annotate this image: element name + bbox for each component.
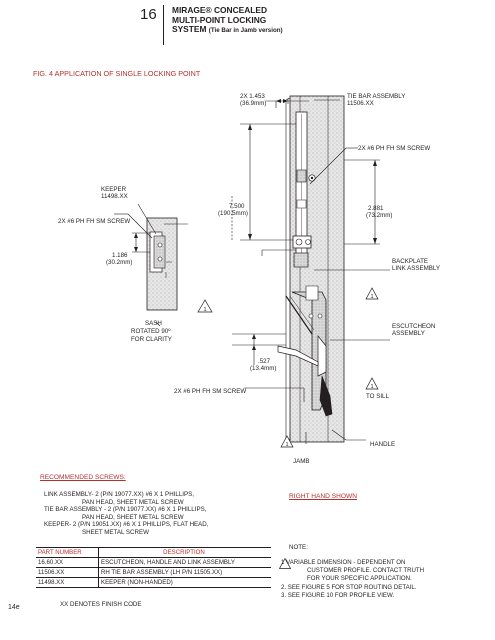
- dim-7500-value: 7.500: [229, 203, 245, 210]
- notes-list: 1 VARIABLE DIMENSION - DEPENDENT ON CUST…: [281, 559, 424, 600]
- note-line: CUSTOMER PROFILE. CONTACT TRUTH: [307, 567, 425, 575]
- screw-bottom-label: 2X #6 PH FH SM SCREW: [174, 388, 246, 395]
- recommended-screws-heading: RECOMMENDED SCREWS:: [40, 474, 126, 481]
- tie-bar-label: TIE BAR ASSEMBLY: [347, 93, 405, 100]
- note-triangle-sash: [197, 299, 213, 313]
- description-cell: KEEPER (NON-HANDED): [98, 577, 271, 588]
- title-subtitle: (Tie Bar in Jamb version): [208, 27, 283, 35]
- page-code: 14e: [8, 604, 20, 611]
- header-divider: [163, 5, 164, 45]
- dim-1186-mm: (30.2mm): [106, 259, 132, 266]
- handle-label: HANDLE: [370, 441, 395, 448]
- note-triangle-icon: [279, 558, 291, 569]
- page-number: 16: [140, 6, 157, 23]
- table-row: 11506.XX RH TIE BAR ASSEMBLY (LH P/N 115…: [36, 567, 271, 578]
- table-row: 16.60.XX ESCUTCHEON, HANDLE AND LINK ASS…: [36, 557, 271, 568]
- note-line: 2. SEE FIGURE 5 FOR STOP ROUTING DETAIL.: [281, 583, 417, 591]
- tie-bar-assembly: [292, 111, 316, 268]
- parts-table: PART NUMBER DESCRIPTION 16.60.XX ESCUTCH…: [36, 547, 271, 588]
- column-header-part-number: PART NUMBER: [36, 547, 99, 558]
- arrowheads: [134, 99, 377, 350]
- screw-line: SHEET METAL SCREW: [82, 528, 149, 536]
- note-triangle-sill: [365, 377, 379, 390]
- table-header-row: PART NUMBER DESCRIPTION: [36, 547, 271, 558]
- note-triangle-jamb: [280, 435, 294, 448]
- table-row: 11498.XX KEEPER (NON-HANDED): [36, 577, 271, 588]
- description-cell: RH TIE BAR ASSEMBLY (LH P/N 11505.XX): [98, 567, 271, 578]
- jamb-label: JAMB: [293, 458, 310, 465]
- note-line: 1 VARIABLE DIMENSION - DEPENDENT ON: [281, 559, 406, 566]
- escutcheon-label-2: ASSEMBLY: [392, 330, 425, 337]
- dim-2881-value: 2.881: [368, 205, 384, 212]
- tie-bar-part: 11506.XX: [347, 100, 374, 107]
- screw-line: PAN HEAD, SHEET METAL SCREW: [82, 513, 184, 521]
- title-system: SYSTEM: [172, 24, 207, 35]
- to-sill-label: TO SILL: [366, 393, 389, 400]
- sash-keeper-detail: [146, 217, 178, 311]
- finish-code-note: XX DENOTES FINISH CODE: [60, 601, 142, 608]
- note-markers: [197, 287, 379, 448]
- dim-1186-value: 1.186: [112, 252, 128, 259]
- column-header-description: DESCRIPTION: [98, 547, 271, 558]
- recommended-screws-list: LINK ASSEMBLY- 2 (P/N 19077.XX) #6 X 1 P…: [44, 491, 209, 537]
- title-line-3: SYSTEM (Tie Bar in Jamb version): [172, 24, 283, 36]
- right-hand-shown: RIGHT HAND SHOWN: [289, 493, 358, 500]
- escutcheon-label: ESCUTCHEON: [392, 323, 435, 330]
- note-line: 3. SEE FIGURE 10 FOR PROFILE VIEW.: [281, 591, 395, 599]
- screw-keeper-label: 2X #6 PH FH SM SCREW: [58, 218, 130, 225]
- part-number-cell: 11498.XX: [36, 577, 99, 588]
- dimension-lines: [114, 98, 390, 444]
- screw-line: TIE BAR ASSEMBLY - 2 (P/N 19077.XX) #6 X…: [44, 506, 207, 514]
- dim-527-mm: (13.4mm): [250, 365, 276, 372]
- part-number-cell: 16.60.XX: [36, 557, 99, 568]
- note-number-4: 1: [285, 442, 288, 448]
- backplate-label-2: LINK ASSEMBLY: [392, 265, 440, 272]
- keeper-part: 11498.XX: [101, 193, 128, 200]
- note-line: FOR YOUR SPECIFIC APPLICATION.: [307, 575, 412, 583]
- screw-line: PAN HEAD, SHEET METAL SCREW: [82, 498, 184, 506]
- title-line-1: MIRAGE® CONCEALED: [172, 5, 268, 15]
- screw-line: LINK ASSEMBLY- 2 (P/N 19077.XX) #6 X 1 P…: [44, 491, 194, 498]
- figure-title: FIG. 4 APPLICATION OF SINGLE LOCKING POI…: [33, 69, 201, 78]
- screw-tie-label: 2X #6 PH FH SM SCREW: [358, 145, 430, 152]
- document-title: MIRAGE® CONCEALED MULTI-POINT LOCKING SY…: [172, 5, 283, 36]
- note-triangle-backplate: [365, 287, 379, 300]
- dim-527-value: .527: [258, 358, 271, 365]
- dim-1453-mm: (36.9mm): [240, 100, 266, 107]
- note-number-3: 1: [370, 384, 373, 390]
- backplate-label: BACKPLATE: [392, 258, 428, 265]
- dim-1453-value: 2X 1.453: [240, 93, 265, 100]
- sash-clarity: FOR CLARITY: [131, 336, 172, 343]
- keeper-label: KEEPER: [101, 186, 127, 193]
- sash-label: SASH: [145, 320, 162, 327]
- screw-line: KEEPER- 2 (P/N 19051.XX) #6 X 1 PHILLIPS…: [44, 521, 209, 529]
- note-heading: NOTE:: [289, 544, 308, 551]
- dim-7500-mm: (190.5mm): [218, 210, 248, 217]
- description-cell: ESCUTCHEON, HANDLE AND LINK ASSEMBLY: [98, 557, 271, 568]
- note-number-2: 1: [370, 294, 373, 300]
- dim-2881-mm: (73.2mm): [366, 212, 392, 219]
- backplate-link-assembly: [277, 285, 333, 417]
- part-number-cell: 11506.XX: [36, 567, 99, 578]
- technical-drawing: 1 1 1 1 2X 1.453 (36.9mm) TIE BAR ASSEMB…: [58, 93, 440, 465]
- title-line-2: MULTI-POINT LOCKING: [172, 14, 267, 25]
- note-number-1: 1: [203, 307, 206, 313]
- sash-rotated: ROTATED 90º: [131, 328, 171, 335]
